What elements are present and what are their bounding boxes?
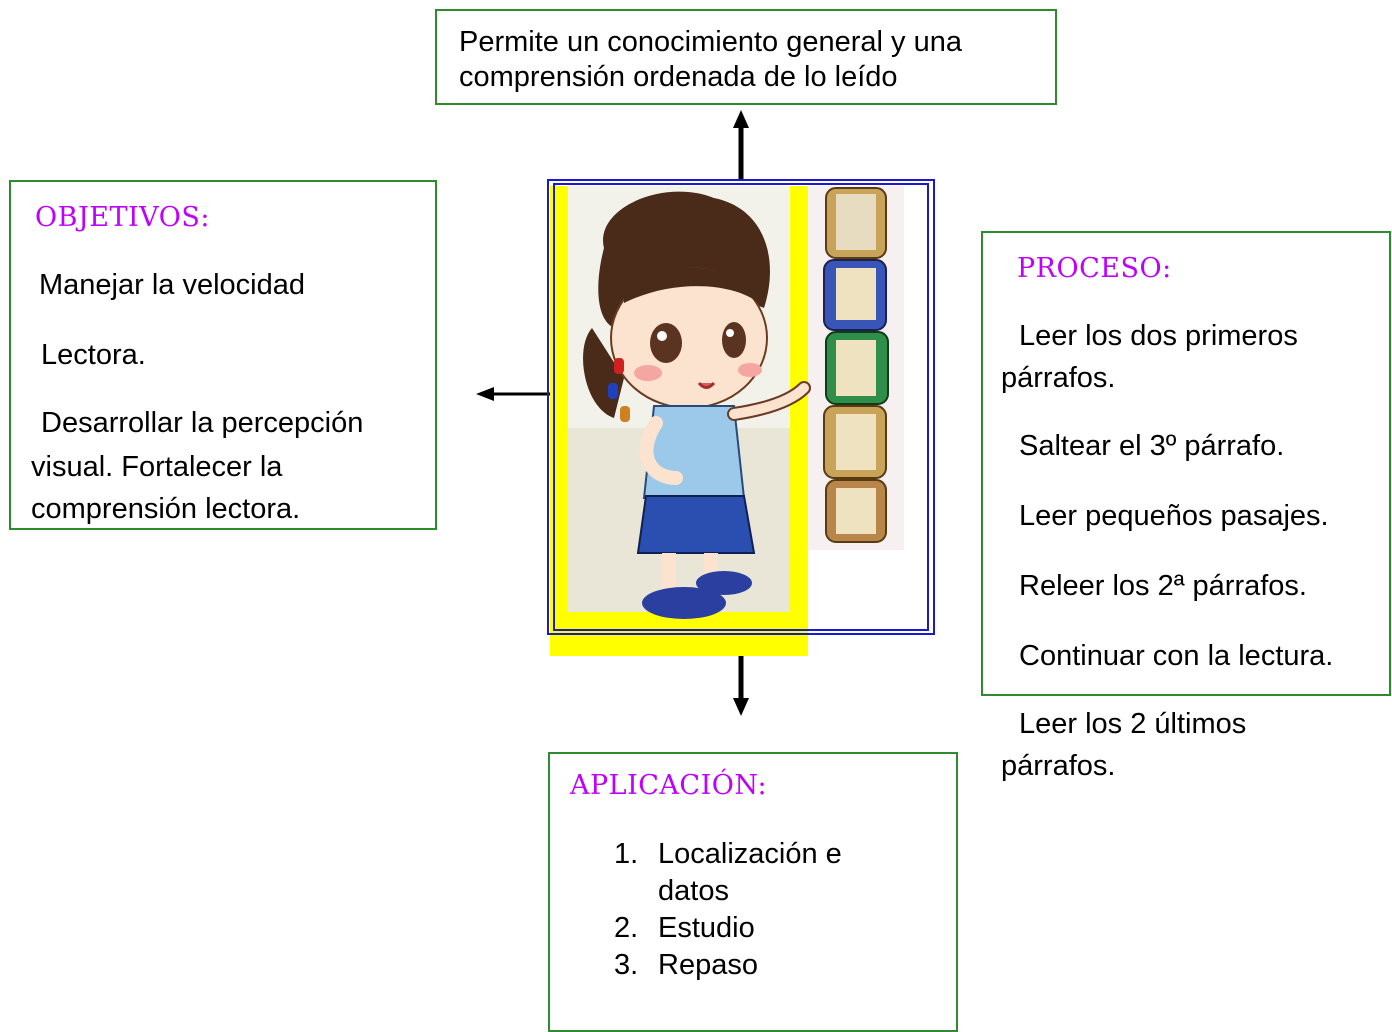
blue-frame (547, 179, 935, 635)
proceso-item: Leer pequeños pasajes. (1019, 500, 1329, 532)
objetivos-heading: OBJETIVOS: (35, 202, 210, 233)
proceso-item: Saltear el 3º párrafo. (1019, 430, 1285, 462)
aplicacion-box: APLICACIÓN: 1. Localización e datos 2. E… (548, 752, 958, 1032)
objetivos-item: Lectora. (41, 339, 146, 371)
proceso-heading: PROCESO: (1017, 253, 1172, 284)
objetivos-item: visual. Fortalecer la (31, 451, 283, 483)
objetivos-item: comprensión lectora. (31, 493, 301, 525)
proceso-item: Leer los 2 últimos (1019, 708, 1247, 740)
aplicacion-item: 2. Estudio (572, 910, 898, 947)
proceso-item: párrafos. (1001, 362, 1116, 394)
proceso-box: PROCESO: Leer los dos primeros párrafos.… (981, 231, 1391, 782)
girl-figure (583, 191, 811, 619)
top-box-line-2: comprensión ordenada de lo leído (459, 61, 898, 94)
top-box-line-1: Permite un conocimiento general y una (459, 26, 962, 58)
top-box: Permite un conocimiento general y una co… (435, 9, 1057, 105)
aplicacion-item: 1. Localización e datos (572, 836, 898, 910)
arrow-left (476, 387, 550, 401)
proceso-item: Releer los 2ª párrafos. (1019, 570, 1307, 602)
objetivos-item: Desarrollar la percepción (41, 407, 364, 439)
objetivos-box: OBJETIVOS: Manejar la velocidad Lectora.… (9, 180, 437, 530)
aplicacion-list: 1. Localización e datos 2. Estudio 3. Re… (572, 836, 898, 984)
book-stack (823, 187, 889, 543)
aplicacion-item-text: Estudio (658, 912, 755, 945)
aplicacion-item-text: Localización e datos (658, 838, 842, 908)
objetivos-item: Manejar la velocidad (39, 269, 305, 301)
aplicacion-heading: APLICACIÓN: (570, 770, 768, 801)
aplicacion-item: 3. Repaso (572, 947, 898, 984)
proceso-item: Leer los dos primeros (1019, 320, 1298, 352)
proceso-item: Continuar con la lectura. (1019, 640, 1334, 672)
aplicacion-item-number: 2. (614, 912, 639, 945)
aplicacion-item-text: Repaso (658, 949, 758, 982)
aplicacion-item-number: 3. (614, 949, 639, 982)
arrow-up (733, 110, 749, 180)
proceso-item: párrafos. (1001, 750, 1116, 782)
illustration-girl-books (547, 179, 935, 656)
aplicacion-item-number: 1. (614, 838, 639, 870)
